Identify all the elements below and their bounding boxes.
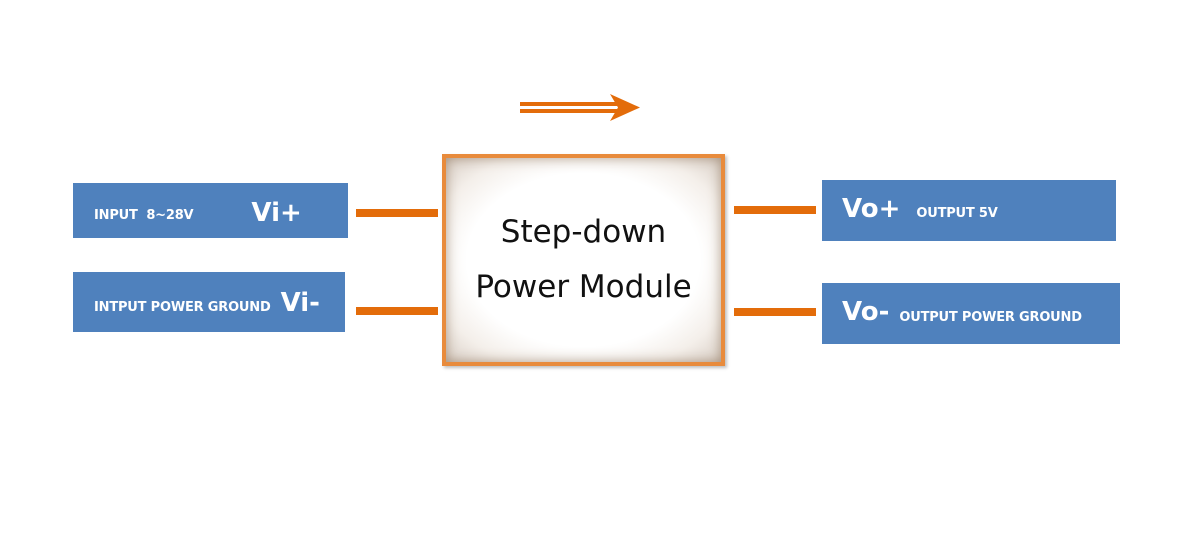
output-positive-wire [734,206,816,214]
input-positive-desc: INPUT 8~28V [94,208,194,223]
module-title-line2: Power Module [475,269,692,305]
input-negative-pin: Vi- [280,288,320,318]
output-negative-label: Vo- OUTPUT POWER GROUND [822,283,1120,344]
output-negative-desc: OUTPUT POWER GROUND [899,310,1082,325]
input-negative-wire [356,307,438,315]
input-positive-wire [356,209,438,217]
input-positive-pin: Vi+ [251,197,302,228]
input-negative-desc: INTPUT POWER GROUND [94,299,271,315]
step-down-module-block: Step-down Power Module [442,154,725,366]
output-positive-desc: OUTPUT 5V [916,206,998,221]
output-positive-pin: Vo+ [842,193,901,224]
input-positive-label: INPUT 8~28V Vi+ [73,183,348,238]
module-title-line1: Step-down [500,214,667,250]
output-positive-label: Vo+ OUTPUT 5V [822,180,1116,241]
flow-arrow-icon [520,94,640,121]
output-negative-pin: Vo- [842,296,890,327]
output-negative-wire [734,308,816,316]
input-negative-label: INTPUT POWER GROUND Vi- [73,272,345,332]
